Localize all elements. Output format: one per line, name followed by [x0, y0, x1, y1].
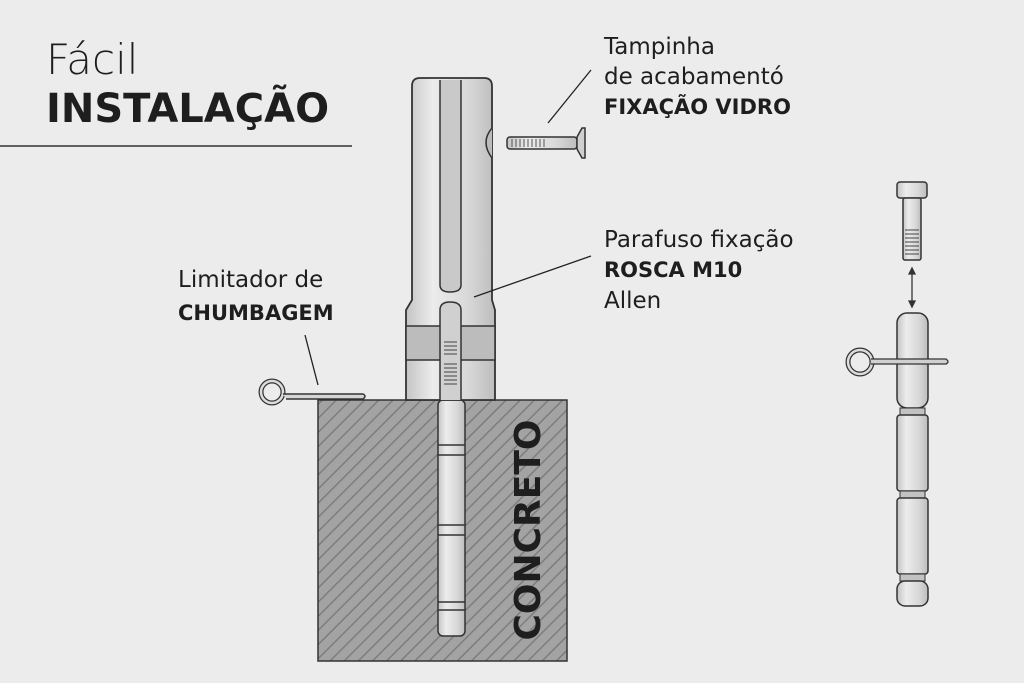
- concrete-label: CONCRETO: [508, 419, 549, 640]
- screw-label-line1: Parafuso fixação: [604, 227, 794, 253]
- title-line2: INSTALAÇÃO: [46, 83, 329, 132]
- limiter-label-line2: CHUMBAGEM: [178, 301, 334, 325]
- screw-label-line3: Allen: [604, 288, 661, 314]
- cap-label-line1: Tampinha: [603, 34, 715, 60]
- title-line1: Fácil: [46, 35, 138, 84]
- limiter-pin: [258, 378, 366, 406]
- cap-screw: [506, 127, 586, 159]
- limiter-label-line1: Limitador de: [178, 267, 323, 293]
- assembled-pin: [845, 312, 949, 607]
- cap-leader-line: [547, 69, 592, 124]
- allen-bolt: [896, 181, 928, 261]
- cap-label-line3: FIXAÇÃO VIDRO: [604, 94, 791, 119]
- screw-label-line2: ROSCA M10: [604, 258, 742, 282]
- screw-leader-line: [473, 255, 592, 298]
- cap-label-line2: de acabamentó: [604, 64, 784, 90]
- post: [405, 77, 496, 401]
- double-arrow-icon: [907, 266, 917, 309]
- anchor-rod: [437, 399, 466, 637]
- limiter-leader-line: [304, 334, 319, 386]
